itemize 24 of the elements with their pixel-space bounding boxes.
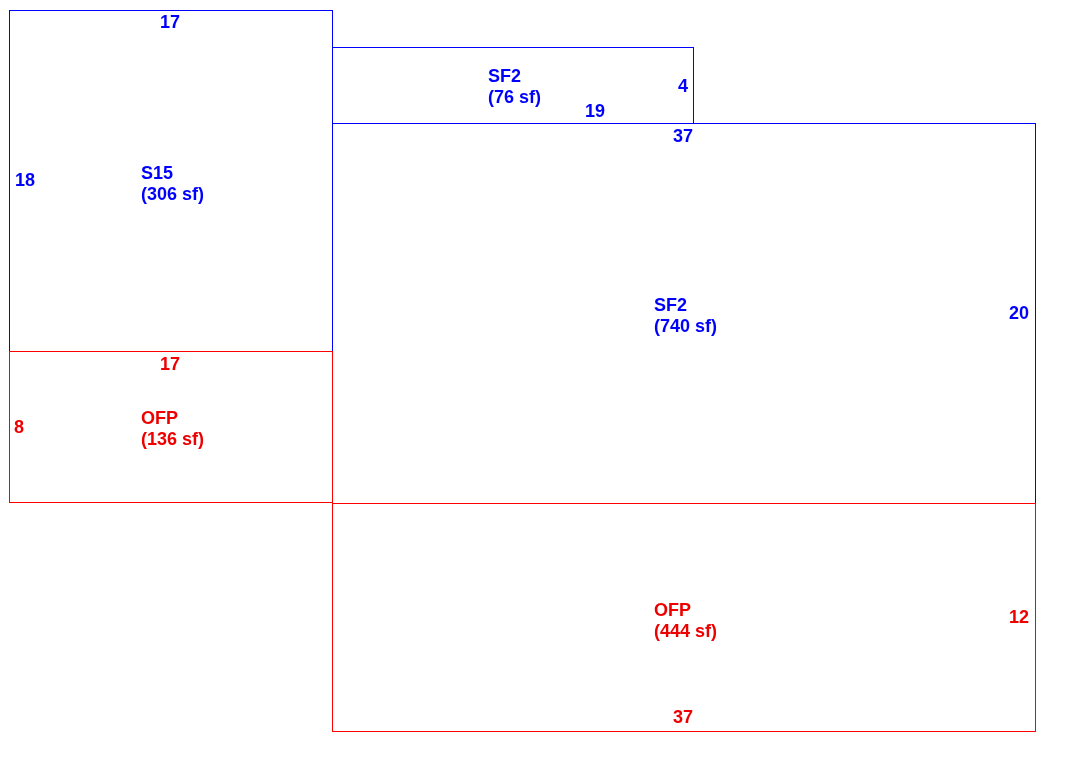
dimension-label: 12	[1009, 607, 1029, 627]
area-outline	[332, 47, 694, 124]
area-label: S15	[141, 163, 175, 184]
dimension-label: 37	[673, 126, 693, 146]
area-outline	[332, 503, 1036, 732]
dimension-label: 20	[1009, 303, 1029, 323]
dimension-label: 17	[160, 12, 180, 32]
area-label: OFP	[141, 408, 179, 429]
area-label: (444 sf)	[654, 621, 718, 642]
area-label: SF2	[488, 66, 522, 87]
area-outline	[9, 10, 333, 352]
area-label: OFP	[654, 600, 692, 621]
dimension-label: 8	[14, 417, 24, 437]
area-label: (740 sf)	[654, 316, 718, 337]
area-label: (136 sf)	[141, 429, 205, 450]
area-label: (76 sf)	[488, 87, 541, 108]
dimension-label: 19	[585, 101, 605, 121]
dimension-label: 37	[673, 707, 693, 727]
dimension-label: 4	[678, 76, 688, 96]
dimension-label: 18	[15, 170, 35, 190]
area-outline	[9, 351, 333, 503]
area-label: SF2	[654, 295, 688, 316]
area-label: (306 sf)	[141, 184, 205, 205]
dimension-label: 17	[160, 354, 180, 374]
